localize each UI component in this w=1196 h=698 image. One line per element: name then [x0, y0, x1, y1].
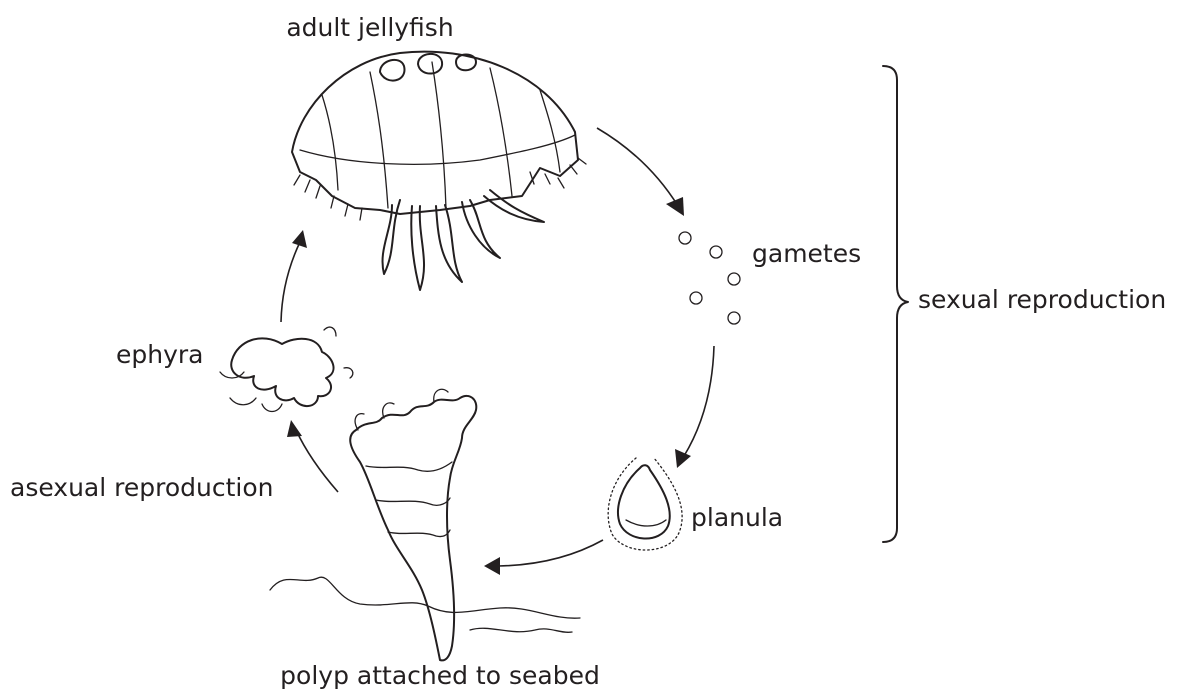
arrow-polyp-to-ephyra — [296, 430, 338, 492]
arrow-planula-to-polyp — [498, 540, 603, 566]
gamete — [728, 312, 740, 324]
gamete — [710, 246, 722, 258]
seabed-line-lower — [470, 628, 572, 632]
gamete — [679, 232, 691, 244]
arrow-ephyra-to-jellyfish — [281, 242, 300, 322]
ephyra-illustration — [220, 327, 353, 411]
label-planula: planula — [691, 503, 783, 532]
label-adult-jellyfish: adult jellyfish — [286, 13, 453, 42]
label-polyp: polyp attached to seabed — [280, 661, 600, 690]
label-ephyra: ephyra — [116, 340, 204, 369]
gametes-illustration — [679, 232, 740, 324]
arrow-gametes-to-planula — [684, 346, 714, 456]
label-asexual-reproduction: asexual reproduction — [10, 473, 274, 502]
label-gametes: gametes — [752, 239, 861, 268]
polyp-illustration — [350, 389, 476, 660]
planula-illustration — [608, 458, 682, 550]
gamete — [690, 292, 702, 304]
sexual-reproduction-brace — [883, 66, 908, 542]
adult-jellyfish-illustration — [292, 52, 586, 290]
gamete — [728, 273, 740, 285]
label-sexual-reproduction: sexual reproduction — [918, 285, 1166, 314]
arrow-jellyfish-to-gametes — [597, 128, 678, 206]
